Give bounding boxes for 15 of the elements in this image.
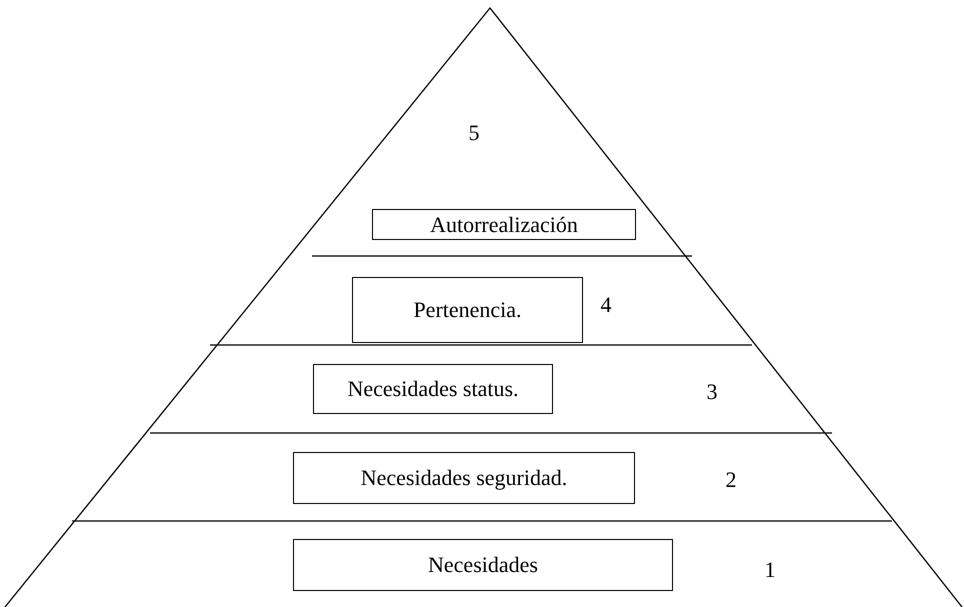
level-number: 5 (468, 122, 480, 144)
level-box (372, 209, 636, 240)
level-name: Pertenencia. (413, 297, 522, 323)
level-name: Autorrealización (430, 212, 578, 238)
level-name: Necesidades (428, 552, 538, 578)
level-number: 3 (706, 381, 718, 403)
level-number: 2 (726, 469, 736, 491)
level-box (352, 277, 583, 343)
level-name: Necesidades status. (347, 376, 519, 402)
level-box (293, 539, 673, 591)
level-name: Necesidades seguridad. (360, 465, 568, 491)
level-number: 4 (600, 294, 612, 316)
level-box (293, 452, 635, 504)
level-number: 1 (764, 559, 776, 581)
level-box (313, 364, 553, 414)
